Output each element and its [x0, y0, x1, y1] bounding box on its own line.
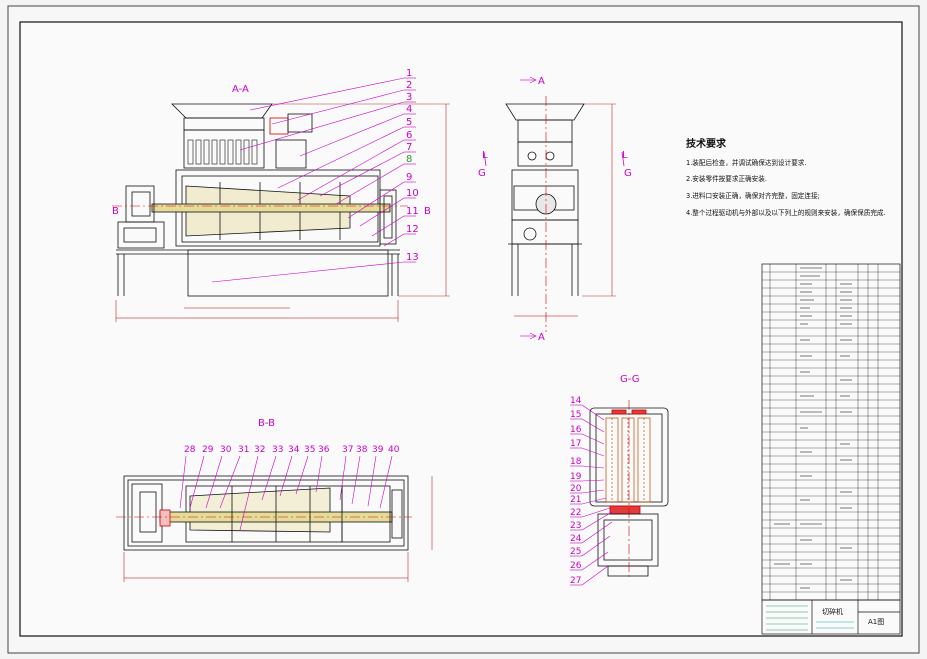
callout-label: 29	[202, 445, 214, 455]
cut-mark-a-top: A	[538, 76, 545, 87]
callout-label: 22	[570, 508, 581, 518]
side-view-marks: A A L G L G	[478, 76, 632, 343]
callout-numbers-b-b: 28 29 30 31 32 33 34 35 36 37 38 39 40	[184, 445, 400, 455]
callout-label: 15	[570, 410, 581, 420]
technical-requirements: 技术要求 1.装配后检查，并调试确保达到设计要求. 2.安装零件按要求正确安装.…	[686, 137, 886, 217]
title-block: 切碎机 A1图	[761, 599, 901, 635]
tech-item: 3.进料口安装正确，确保对齐完整，固定连接;	[686, 191, 820, 200]
callout-label: 4	[406, 104, 412, 115]
view-g-g: G-G	[589, 374, 669, 580]
bom-table	[761, 263, 901, 601]
tech-item: 1.装配后检查，并调试确保达到设计要求.	[686, 158, 806, 167]
callout-label: 40	[388, 445, 400, 455]
callouts-a-a	[211, 77, 416, 283]
callout-label: 26	[570, 561, 582, 571]
callout-label: 2	[406, 80, 412, 91]
callout-label: 21	[570, 495, 581, 505]
callouts-b-b	[179, 455, 393, 531]
callout-label: 24	[570, 534, 582, 544]
callout-label: 6	[406, 130, 412, 141]
callout-label: 23	[570, 521, 581, 531]
callout-label: 18	[570, 457, 582, 467]
callout-label: 1	[406, 68, 412, 79]
cut-mark-g-right: G	[624, 168, 632, 179]
callout-label: 38	[356, 445, 368, 455]
callout-label: 36	[318, 445, 330, 455]
callout-label: 9	[406, 172, 412, 183]
callout-label: 31	[238, 445, 249, 455]
tech-item: 2.安装零件按要求正确安装.	[686, 174, 767, 183]
callout-label: 13	[406, 252, 419, 263]
callout-label: 7	[406, 142, 412, 153]
callout-label: 39	[372, 445, 384, 455]
callout-label: 34	[288, 445, 300, 455]
cut-mark-b-right: B	[424, 206, 431, 217]
callout-label: 16	[570, 425, 582, 435]
callout-label: 32	[254, 445, 265, 455]
drawing-number: A1图	[868, 618, 884, 626]
callout-label: 19	[570, 472, 582, 482]
view-a-a-label: A-A	[232, 84, 249, 95]
callout-label: 25	[570, 547, 581, 557]
cut-mark-a-bottom: A	[538, 332, 545, 343]
callout-label: 5	[406, 117, 412, 128]
callout-label: 12	[406, 224, 419, 235]
drawing-name: 切碎机	[822, 607, 843, 616]
tech-item: 4.整个过程驱动机与外部以及以下列上的规则来安装，确保保质完成.	[686, 208, 886, 217]
inner-border	[19, 21, 903, 637]
callout-label: 3	[406, 92, 412, 103]
cut-mark-g-left: G	[478, 168, 486, 179]
callout-label: 33	[272, 445, 283, 455]
cut-mark-l-right: L	[622, 150, 628, 161]
callout-label: 8	[406, 154, 412, 165]
callout-label: 17	[570, 439, 581, 449]
callout-label: 35	[304, 445, 315, 455]
callout-label: 28	[184, 445, 196, 455]
callout-numbers-a-a: 1 2 3 4 5 6 7 8 9 10 11 12 13	[406, 68, 419, 263]
view-b-b: B-B	[116, 418, 433, 582]
cut-mark-l-left: L	[482, 150, 488, 161]
callout-label: 30	[220, 445, 232, 455]
callout-label: 27	[570, 576, 581, 586]
callouts-g-g	[570, 404, 613, 586]
callout-label: 11	[406, 206, 419, 217]
view-g-g-label: G-G	[620, 374, 639, 385]
view-b-b-label: B-B	[258, 418, 275, 429]
side-view-arrows	[520, 76, 537, 340]
view-a-a: A-A	[112, 84, 450, 322]
callout-label: 14	[570, 396, 582, 406]
cut-mark-b-left: B	[112, 206, 119, 217]
view-side	[483, 96, 625, 332]
tech-title: 技术要求	[686, 137, 727, 150]
callout-label: 20	[570, 484, 582, 494]
callout-label: 37	[342, 445, 353, 455]
callout-numbers-g-g: 14 15 16 17 18 19 20 21 22 23 24 25 26 2…	[570, 396, 582, 586]
callout-label: 10	[406, 188, 419, 199]
